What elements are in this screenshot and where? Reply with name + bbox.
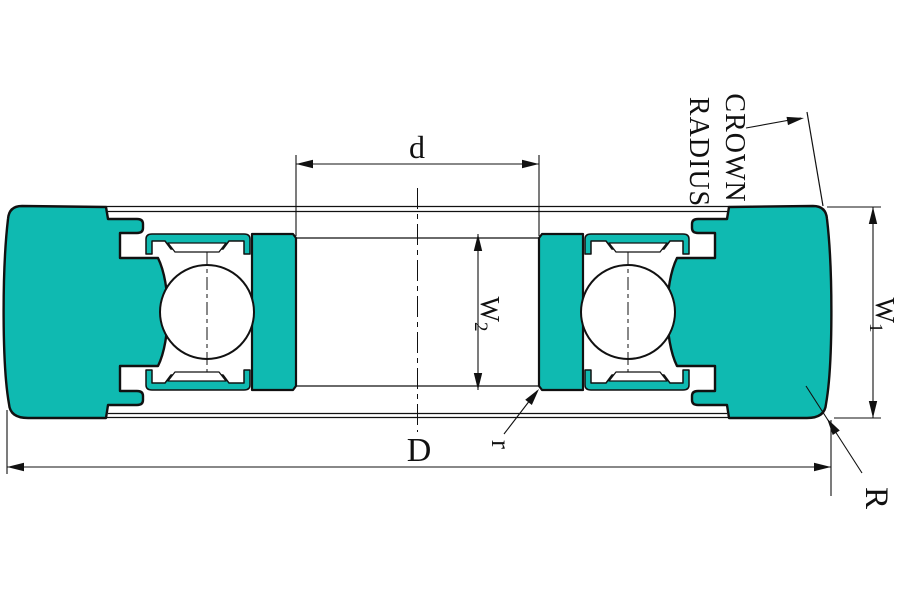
crown-radius-callout (745, 111, 824, 207)
dimension-d (295, 155, 540, 236)
label-inner-width: W2 (470, 297, 505, 332)
label-bore-diameter: d (409, 129, 425, 165)
dimension-w1 (827, 206, 881, 419)
leader-r (503, 386, 543, 435)
bearing-right-half (537, 204, 833, 420)
bearing-left-half (2, 204, 298, 420)
dimension-D (6, 410, 832, 496)
label-crown-radius: CROWN RADIUS (683, 93, 750, 210)
crown-tangent-line (806, 111, 824, 207)
dimension-w2 (473, 234, 483, 390)
label-outer-diameter: D (407, 432, 432, 469)
label-outer-corner-radius: R (858, 487, 894, 509)
label-inner-corner-radius: r (486, 440, 516, 449)
label-outer-width: W1 (865, 298, 900, 333)
leader-R (805, 385, 863, 474)
